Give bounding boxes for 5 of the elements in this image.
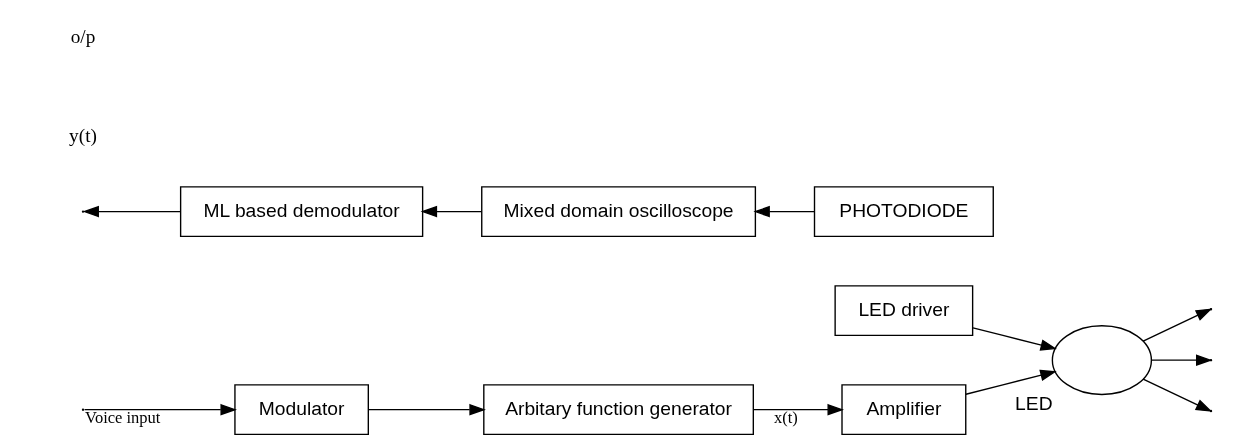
edge-label: x(t) [773, 407, 798, 427]
label: y(t) [68, 125, 97, 147]
edge-label: Voice input [84, 407, 160, 427]
node-label: LED [1014, 392, 1053, 414]
label: o/p [70, 26, 95, 48]
